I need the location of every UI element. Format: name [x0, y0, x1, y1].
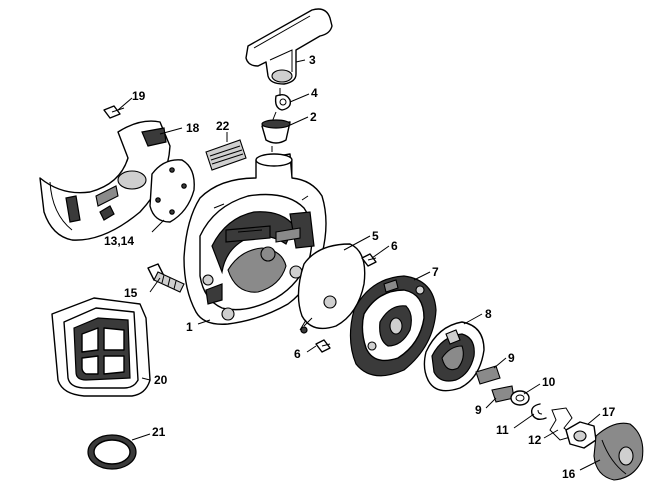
o-ring[interactable] [87, 434, 137, 470]
callout-3: 3 [309, 53, 316, 67]
screw-6-lower[interactable] [315, 339, 331, 353]
callout-15: 15 [124, 286, 138, 300]
cap[interactable] [593, 422, 644, 481]
rope-guide-bushing[interactable] [261, 119, 291, 152]
callout-5: 5 [372, 229, 379, 243]
leader-lines [117, 59, 601, 471]
washer-10[interactable] [510, 390, 530, 406]
callout-21: 21 [152, 425, 166, 439]
callout-20: 20 [154, 373, 168, 387]
callout-22: 22 [216, 119, 230, 133]
screw-6-upper[interactable] [361, 253, 377, 267]
gasket-plate[interactable] [149, 159, 195, 223]
callout-11: 11 [496, 423, 509, 437]
callout-10: 10 [542, 375, 556, 389]
callout-7: 7 [432, 265, 439, 279]
callout-9-lower: 9 [475, 403, 482, 417]
callout-19: 19 [132, 89, 146, 103]
callout-17: 17 [602, 405, 616, 419]
callout-13-14: 13,14 [104, 234, 134, 248]
warning-label[interactable] [205, 139, 247, 171]
pawl-upper[interactable] [475, 365, 501, 385]
callout-6-lower: 6 [294, 347, 301, 361]
circlip[interactable] [530, 403, 547, 421]
callout-18: 18 [186, 121, 200, 135]
callout-9-upper: 9 [508, 351, 515, 365]
shroud-cover[interactable] [39, 120, 171, 241]
callout-8: 8 [485, 307, 492, 321]
callout-6-upper: 6 [391, 239, 398, 253]
nut[interactable] [565, 421, 597, 449]
starter-rope[interactable] [271, 88, 292, 123]
bolt-15[interactable] [147, 263, 185, 293]
callout-2: 2 [310, 110, 317, 124]
air-filter[interactable] [51, 297, 151, 397]
callout-1: 1 [186, 320, 193, 334]
callout-4: 4 [311, 86, 318, 100]
rope-rotor[interactable] [349, 275, 437, 377]
callout-12: 12 [528, 433, 542, 447]
callout-labels: 3 4 2 22 19 18 13,14 15 1 5 6 6 7 8 9 9 … [104, 53, 616, 481]
fan-housing[interactable] [183, 153, 327, 325]
starter-grip[interactable] [245, 8, 333, 85]
pawl-carrier[interactable] [423, 321, 485, 392]
callout-16: 16 [562, 467, 576, 481]
